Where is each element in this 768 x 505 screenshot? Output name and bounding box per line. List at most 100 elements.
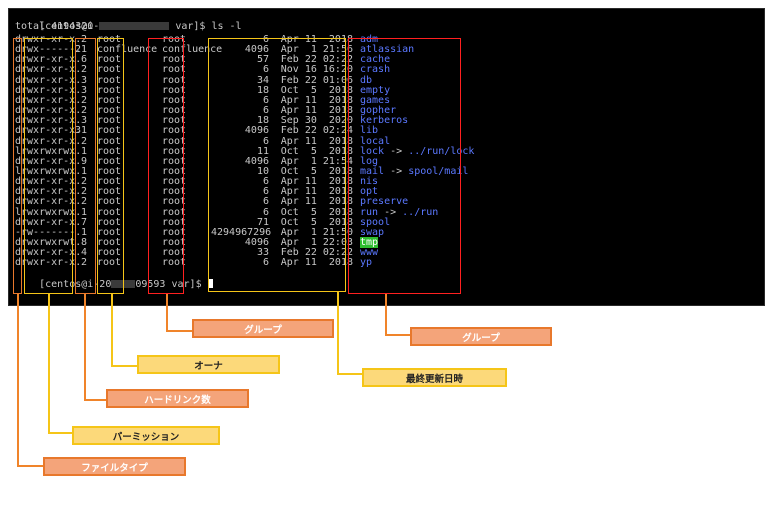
- text-cursor: [207, 278, 213, 288]
- perm-cell: drwxr-xr-x.: [15, 125, 82, 137]
- group-cell: root: [162, 145, 187, 157]
- permission-leader-h: [48, 432, 72, 434]
- size-cell: 4096: [244, 44, 269, 56]
- links-cell: 2: [80, 186, 87, 198]
- perm-cell: drwxrwxrwt.: [15, 237, 82, 248]
- group-cell: root: [162, 125, 187, 137]
- owner-cell: root: [97, 186, 122, 198]
- perm-cell: lrwxrwxrwx.: [15, 206, 82, 218]
- symlink-target: spool/mail: [408, 165, 469, 177]
- date-cell: Apr 1 21:56: [280, 44, 353, 56]
- mtime-column-label: 最終更新日時: [362, 368, 507, 387]
- perm-cell: drwxr-xr-x.: [15, 155, 82, 167]
- total-line: total 4194320: [15, 21, 94, 32]
- filename-text: atlassian: [360, 44, 415, 56]
- links-cell: 3: [80, 84, 87, 96]
- filename-text: lib: [360, 125, 379, 137]
- size-cell: 6: [262, 257, 269, 269]
- symlink-arrow: ->: [378, 206, 403, 218]
- perm-cell: drwxr-xr-x.: [15, 34, 82, 45]
- hardlinks-leader-v: [84, 294, 86, 399]
- hardlinks-column-box: [75, 38, 96, 294]
- filetype-column-label: ファイルタイプ: [43, 457, 186, 476]
- filename-text: preserve: [360, 196, 409, 208]
- group-column-box: [148, 38, 184, 294]
- filename-cell: empty: [360, 85, 390, 96]
- date-cell: Oct 5 2018: [280, 216, 353, 228]
- links-cell: 1: [80, 206, 87, 218]
- size-cell: 11: [256, 145, 269, 157]
- links-cell: 7: [80, 216, 87, 228]
- group-cell: root: [162, 105, 187, 117]
- perm-cell: drwxr-xr-x.: [15, 196, 82, 208]
- filename-text: mail: [360, 165, 385, 177]
- size-cell: 6: [262, 94, 269, 106]
- date-cell: Apr 11 2018: [280, 135, 353, 147]
- owner-cell: root: [97, 247, 122, 259]
- mtime-leader-v: [337, 292, 339, 373]
- owner-column-label: オーナ: [137, 355, 280, 374]
- date-cell: Apr 1 22:03: [280, 237, 353, 248]
- group-cell: confluence: [162, 44, 223, 56]
- group-leader-v: [166, 294, 168, 330]
- size-cell: 4294967296: [211, 226, 272, 238]
- redacted-hostname: [99, 22, 170, 31]
- mtime-leader-h: [337, 373, 363, 375]
- perm-cell: lrwxrwxrwx.: [15, 165, 82, 177]
- hardlinks-leader-h: [84, 399, 106, 401]
- size-cell: 71: [256, 216, 269, 228]
- size-cell: 6: [262, 176, 269, 188]
- group-cell: root: [162, 84, 187, 96]
- filename-cell: www: [360, 248, 378, 258]
- group-cell: root: [162, 186, 187, 198]
- filename-text: spool: [360, 216, 391, 228]
- filename-text: www: [360, 247, 379, 259]
- owner-cell: root: [97, 196, 122, 208]
- links-cell: 2: [80, 176, 87, 188]
- perm-cell: drwxr-xr-x.: [15, 186, 82, 198]
- perm-cell: drwxr-xr-x.: [15, 94, 82, 106]
- filename-text: log: [360, 155, 379, 167]
- date-cell: Apr 11 2018: [280, 176, 353, 188]
- owner-cell: root: [97, 165, 122, 177]
- date-cell: Oct 5 2018: [280, 206, 353, 218]
- perm-cell: drwxr-xr-x.: [15, 257, 82, 269]
- owner-cell: root: [97, 64, 122, 76]
- links-cell: 6: [80, 54, 87, 66]
- group-leader-h: [166, 330, 193, 332]
- perm-cell: drwxr-xr-x.: [15, 247, 82, 259]
- group-cell: root: [162, 94, 187, 106]
- links-cell: 2: [80, 34, 87, 45]
- owner-cell: root: [97, 74, 122, 86]
- links-cell: 2: [80, 257, 87, 269]
- filename-text: run: [360, 206, 379, 218]
- owner-cell: root: [97, 226, 122, 238]
- size-cell: 4096: [244, 237, 269, 248]
- perm-cell: drwxr-xr-x.: [15, 135, 82, 147]
- size-cell: 10: [256, 165, 269, 177]
- date-cell: Feb 22 02:24: [280, 125, 353, 137]
- filetype-leader-h: [17, 465, 43, 467]
- date-cell: Nov 16 16:20: [280, 64, 353, 76]
- links-cell: 3: [80, 74, 87, 86]
- filename-cell: db: [360, 75, 372, 86]
- links-cell: 2: [80, 196, 87, 208]
- terminal-window[interactable]: [centos@i- var]$ ls -l total 4194320 drw…: [8, 8, 765, 306]
- owner-leader-v: [111, 294, 113, 365]
- filename-leader-h: [385, 334, 411, 336]
- symlink-target: ../run/lock: [408, 145, 475, 157]
- symlink-arrow: ->: [384, 165, 409, 177]
- filename-cell: cache: [360, 55, 390, 65]
- size-cell: 6: [262, 135, 269, 147]
- perm-cell: -rw-------.: [15, 226, 82, 238]
- owner-cell: root: [97, 155, 122, 167]
- size-cell: 4096: [244, 155, 269, 167]
- filename-cell: atlassian: [360, 45, 414, 55]
- perm-cell: drwxr-xr-x.: [15, 176, 82, 188]
- group-cell: root: [162, 226, 187, 238]
- perm-cell: lrwxrwxrwx.: [15, 145, 82, 157]
- filename-cell: adm: [360, 34, 378, 45]
- links-cell: 3: [80, 115, 87, 127]
- owner-cell: root: [97, 145, 122, 157]
- mtime-column-box: [208, 38, 346, 292]
